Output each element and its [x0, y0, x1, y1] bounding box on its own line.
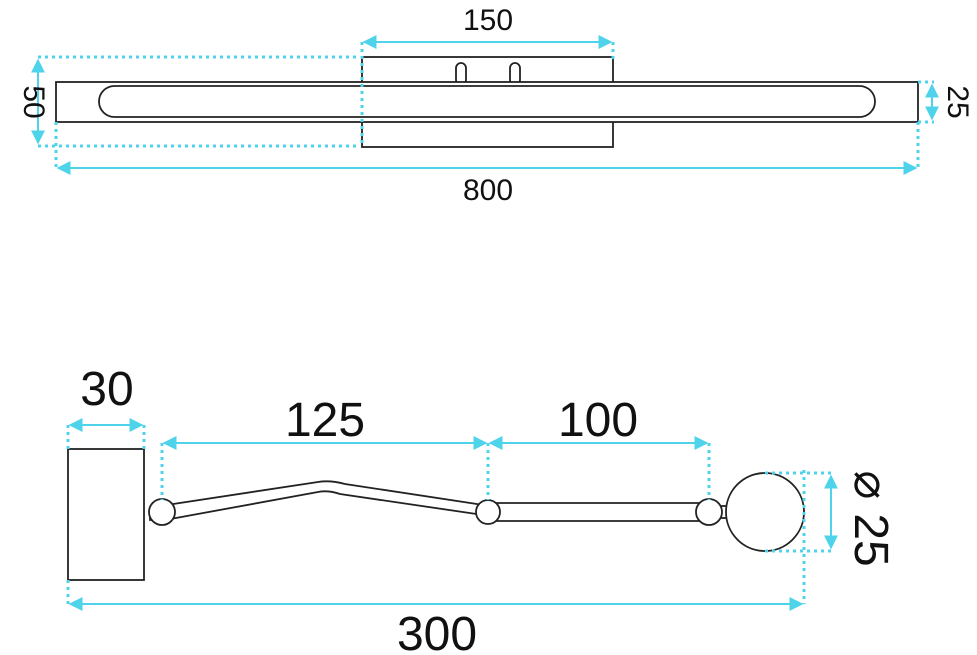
- dim-label-30: 30: [80, 363, 133, 416]
- dim-label-25-top: 25: [941, 85, 974, 118]
- dim-label-150: 150: [463, 4, 513, 37]
- lamp-head: [725, 472, 805, 552]
- joint-base: [148, 498, 176, 526]
- wall-base: [67, 448, 145, 581]
- joint-middle: [475, 499, 501, 525]
- top-view: 150 50 25 800: [17, 4, 974, 207]
- joint-head: [695, 498, 723, 526]
- dim-label-50: 50: [17, 85, 50, 118]
- side-view: 30 125 100 300 ⌀ 25: [66, 363, 897, 655]
- arm-segment-1: [149, 480, 491, 521]
- dim-label-300: 300: [397, 608, 477, 655]
- arm-segment-2: [487, 502, 711, 522]
- dim-label-100: 100: [558, 394, 638, 447]
- dim-label-800: 800: [463, 174, 513, 207]
- led-diffuser: [98, 85, 876, 118]
- dim-label-125: 125: [285, 394, 365, 447]
- diameter-symbol: ⌀: [844, 471, 897, 500]
- dim-label-head-25: 25: [844, 513, 897, 566]
